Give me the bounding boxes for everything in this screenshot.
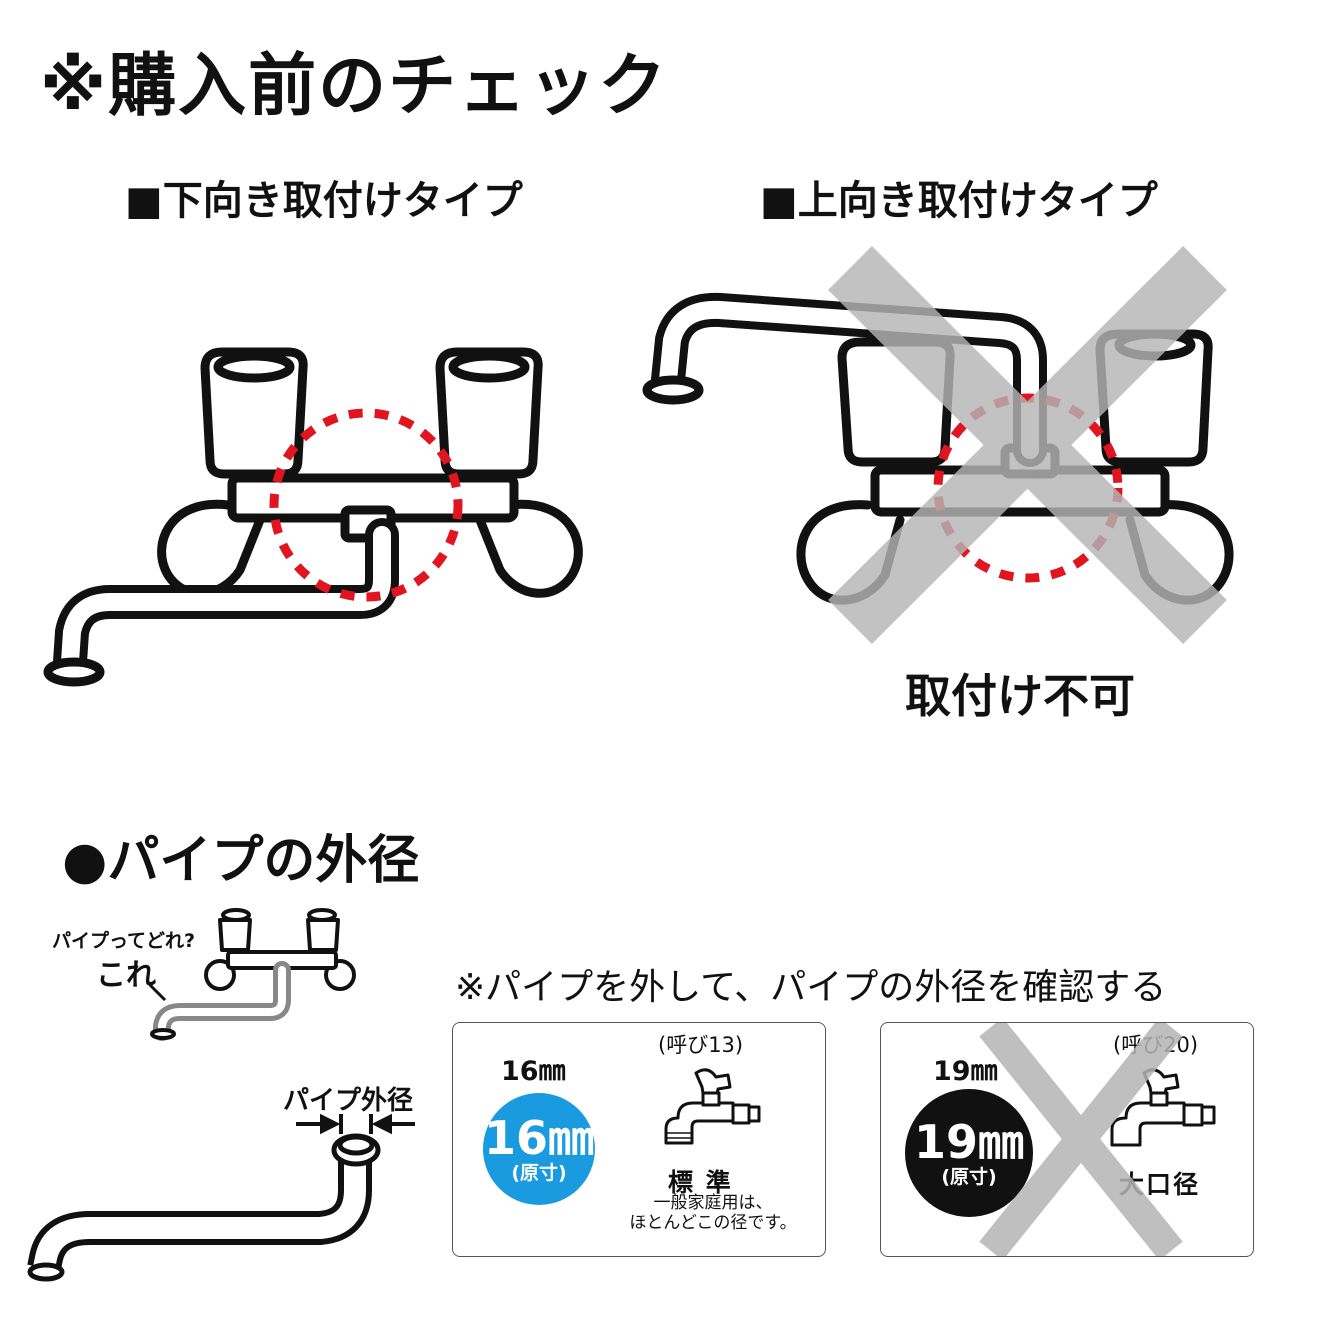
this-one-label: これ [96, 958, 156, 993]
pointer-line [148, 983, 167, 1002]
circle-sub-19: (原寸) [941, 1166, 997, 1188]
size-label-19: 19㎜ [933, 1056, 998, 1087]
circle-value-19: 19㎜ [913, 1115, 1024, 1169]
desc-line-1: 一般家庭用は、 [653, 1193, 773, 1213]
desc-line-2: ほとんどこの径です。 [629, 1213, 797, 1233]
standard-label: 標 準 [668, 1168, 733, 1197]
circle-value-16: 16㎜ [483, 1111, 594, 1165]
upward-type-label: ■上向き取付けタイプ [760, 178, 1158, 224]
upward-highlight-circle [933, 393, 1123, 583]
small-faucet-illustration [150, 908, 356, 1041]
od-arrows [296, 1113, 415, 1135]
downward-faucet-illustration [43, 347, 583, 687]
size-circle-19: 19㎜ (原寸) [905, 1089, 1033, 1217]
pipe-od-illustration [27, 1133, 381, 1282]
card-16mm: 16㎜ 16㎜ (原寸) (呼び13) 標 準 一般家庭用は、 ほとんどこの径で… [452, 1022, 826, 1257]
circle-sub-16: (原寸) [511, 1162, 567, 1184]
pipe-od-title: ●パイプの外径 [62, 831, 420, 891]
size-circle-16: 16㎜ (原寸) [483, 1093, 595, 1205]
not-allowed-cross [828, 246, 1227, 644]
standard-description: 一般家庭用は、 ほとんどこの径です。 [613, 1193, 813, 1233]
which-pipe-question: パイプってどれ? [52, 930, 196, 952]
card-cross [979, 1023, 1183, 1256]
nominal-13: (呼び13) [658, 1033, 744, 1057]
downward-type-label: ■下向き取付けタイプ [125, 178, 523, 224]
page-title: ※購入前のチェック [40, 47, 669, 126]
check-note: ※パイプを外して、パイプの外径を確認する [455, 967, 1167, 1008]
not-mountable-label: 取付け不可 [905, 669, 1135, 723]
standard-faucet-icon [664, 1068, 761, 1145]
card-19mm: 19㎜ 19㎜ (原寸) (呼び20) 大口径 [880, 1022, 1254, 1257]
size-label-16: 16㎜ [501, 1056, 566, 1087]
pipe-od-label: パイプ外径 [283, 1086, 414, 1116]
downward-highlight-circle [269, 408, 463, 602]
